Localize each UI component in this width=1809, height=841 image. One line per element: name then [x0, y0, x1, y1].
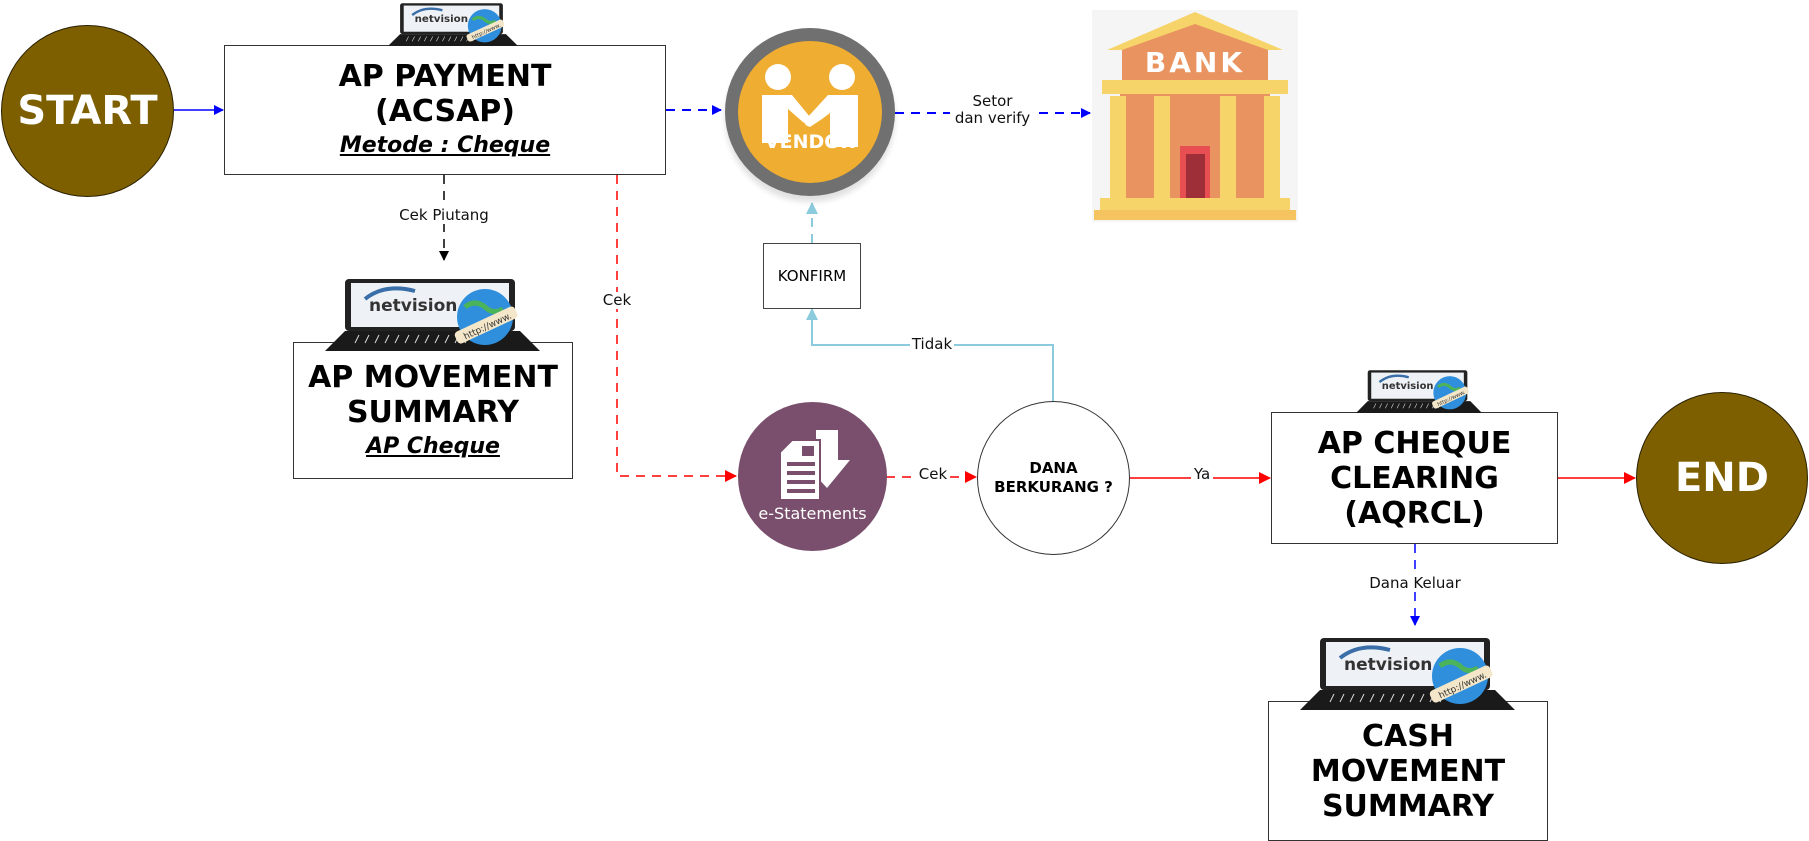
edge-decision-to-konfirm: [806, 308, 1054, 402]
dana-berkurang-decision[interactable]: DANA BERKURANG ?: [977, 401, 1130, 555]
handshake-icon: [762, 64, 858, 147]
decision-line-2: BERKURANG ?: [994, 478, 1113, 496]
ap-cheque-title-1: AP CHEQUE: [1317, 425, 1512, 461]
bank-building-icon: BANK: [1094, 12, 1296, 220]
cash-movement-title-2: MOVEMENT: [1310, 753, 1506, 789]
bank-node[interactable]: BANK: [1092, 10, 1298, 222]
ap-movement-title-2: SUMMARY: [346, 394, 520, 430]
start-node[interactable]: START: [1, 25, 174, 197]
edge-label-setor: Setor dan verify: [950, 93, 1035, 127]
konfirm-label: KONFIRM: [777, 267, 847, 285]
edge-label-cek: Cek: [602, 291, 632, 309]
setor-line-2: dan verify: [954, 109, 1031, 127]
bank-label: BANK: [1145, 46, 1245, 79]
edge-label-cek-estatement: Cek: [917, 465, 949, 483]
edge-label-ya: Ya: [1191, 466, 1213, 483]
ap-movement-node[interactable]: AP MOVEMENT SUMMARY AP Cheque: [293, 342, 573, 479]
cash-movement-title-3: SUMMARY: [1321, 788, 1495, 824]
ap-cheque-clearing-node[interactable]: AP CHEQUE CLEARING (AQRCL): [1271, 412, 1558, 544]
svg-text:netvision: netvision: [369, 296, 457, 316]
edge-label-dana-keluar: Dana Keluar: [1365, 575, 1465, 592]
svg-text:netvision: netvision: [1344, 655, 1432, 675]
decision-line-1: DANA: [1029, 459, 1078, 477]
document-download-icon: [779, 430, 850, 501]
ap-payment-title-2: (ACSAP): [374, 94, 516, 129]
edge-label-cek-piutang: Cek Piutang: [399, 206, 489, 224]
ap-movement-subtitle: AP Cheque: [366, 433, 500, 459]
estatements-label: e-Statements: [758, 504, 867, 523]
setor-line-1: Setor: [972, 92, 1013, 110]
ap-payment-subtitle: Metode : Cheque: [339, 133, 551, 158]
ap-cheque-title-3: (AQRCL): [1344, 495, 1485, 531]
start-label: START: [17, 88, 158, 134]
ap-cheque-title-2: CLEARING: [1330, 460, 1499, 496]
estatements-node[interactable]: e-Statements: [738, 402, 887, 551]
edge-label-tidak: Tidak: [910, 335, 954, 353]
ap-movement-title-1: AP MOVEMENT: [308, 359, 558, 395]
ap-payment-node[interactable]: AP PAYMENT (ACSAP) Metode : Cheque: [224, 45, 666, 175]
konfirm-node[interactable]: KONFIRM: [763, 243, 861, 309]
svg-text:netvision: netvision: [1382, 381, 1434, 392]
end-node[interactable]: END: [1636, 392, 1808, 564]
edge-ap-payment-to-estatements: [616, 175, 737, 482]
cash-movement-title-1: CASH: [1362, 718, 1454, 754]
cash-movement-node[interactable]: CASH MOVEMENT SUMMARY: [1268, 701, 1548, 841]
ap-payment-title-1: AP PAYMENT: [338, 59, 552, 94]
end-label: END: [1674, 455, 1769, 501]
vendor-node[interactable]: VENDOR: [725, 28, 895, 196]
vendor-label: VENDOR: [764, 131, 856, 153]
svg-text:netvision: netvision: [415, 14, 468, 25]
